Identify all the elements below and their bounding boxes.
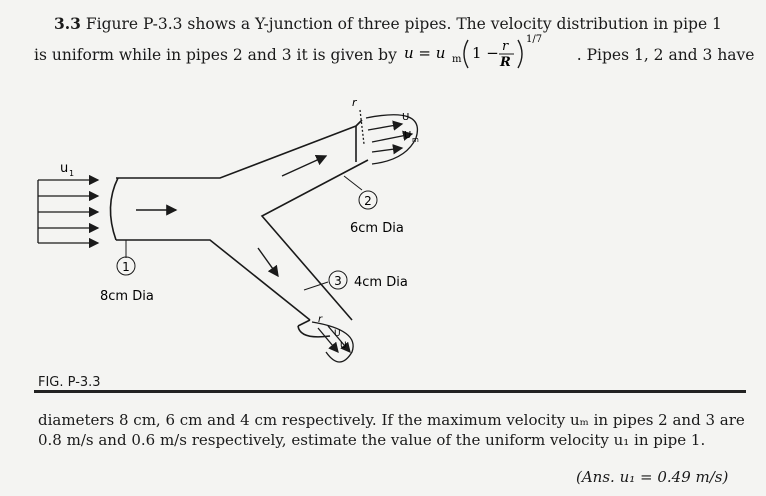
flow-arrows <box>136 154 328 278</box>
pipe1-number-circle <box>116 256 136 276</box>
problem-statement-continued: diameters 8 cm, 6 cm and 4 cm respective… <box>38 411 745 449</box>
pipe3-velocity-profile <box>311 321 354 363</box>
formula-sub-m: m <box>452 54 462 65</box>
problem-text-2a: is uniform while in pipes 2 and 3 it is … <box>34 46 397 64</box>
pipe3-r-label: r <box>318 314 323 325</box>
problem-statement-line-2: is uniform while in pipes 2 and 3 it is … <box>34 34 755 70</box>
pipe2-r-label: r <box>352 96 358 109</box>
y-junction-diagram: u 1 r U U m r U U <box>37 96 419 363</box>
pipe-outline <box>109 119 369 338</box>
pipe1-diameter-label: 8cm Dia <box>100 289 154 304</box>
figure-divider <box>34 390 746 393</box>
problem-text-2b: . Pipes 1, 2 and 3 have <box>576 46 755 64</box>
pipe3-um-label: U <box>340 341 347 351</box>
pipe2-um-sub: m <box>412 136 419 144</box>
problem-statement-line-1: 3.3 Figure P-3.3 shows a Y-junction of t… <box>54 14 722 33</box>
problem-number: 3.3 <box>54 14 81 33</box>
formula-left-paren <box>463 39 469 69</box>
formula-svg: u = u m 1 − r R 1/7 <box>404 34 542 70</box>
leader-lines <box>125 175 363 291</box>
figure-caption: FIG. P-3.3 <box>38 375 101 390</box>
pipe1-number: 1 <box>122 260 130 274</box>
formula-R: R <box>499 55 511 70</box>
answer: (Ans. u₁ = 0.49 m/s) <box>576 468 729 486</box>
pipe3-diameter-label: 4cm Dia <box>354 275 408 290</box>
formula-right-paren <box>517 39 523 69</box>
pipe3-number: 3 <box>334 274 342 288</box>
velocity-formula: u = u m 1 − r R 1/7 <box>402 34 572 70</box>
u1-label: u <box>60 161 68 176</box>
pipe2-number-circle <box>358 190 378 210</box>
pipe2-diameter-label: 6cm Dia <box>350 221 404 236</box>
pipe2-velocity-profile <box>359 109 418 165</box>
pipe2-um-label: U <box>404 130 411 141</box>
formula-one-minus: 1 − <box>472 44 499 62</box>
pipe3-u-label: U <box>334 329 341 339</box>
formula-exponent: 1/7 <box>526 34 542 45</box>
formula-lhs: u = u <box>404 44 445 62</box>
pipe2-number: 2 <box>364 194 372 208</box>
problem-text-1: Figure P-3.3 shows a Y-junction of three… <box>85 15 722 33</box>
inlet-velocity-arrows <box>37 174 100 249</box>
pipe2-u-label: U <box>402 112 409 123</box>
u1-subscript: 1 <box>69 169 74 178</box>
formula-r: r <box>502 39 509 54</box>
pipe3-number-circle <box>328 270 348 290</box>
